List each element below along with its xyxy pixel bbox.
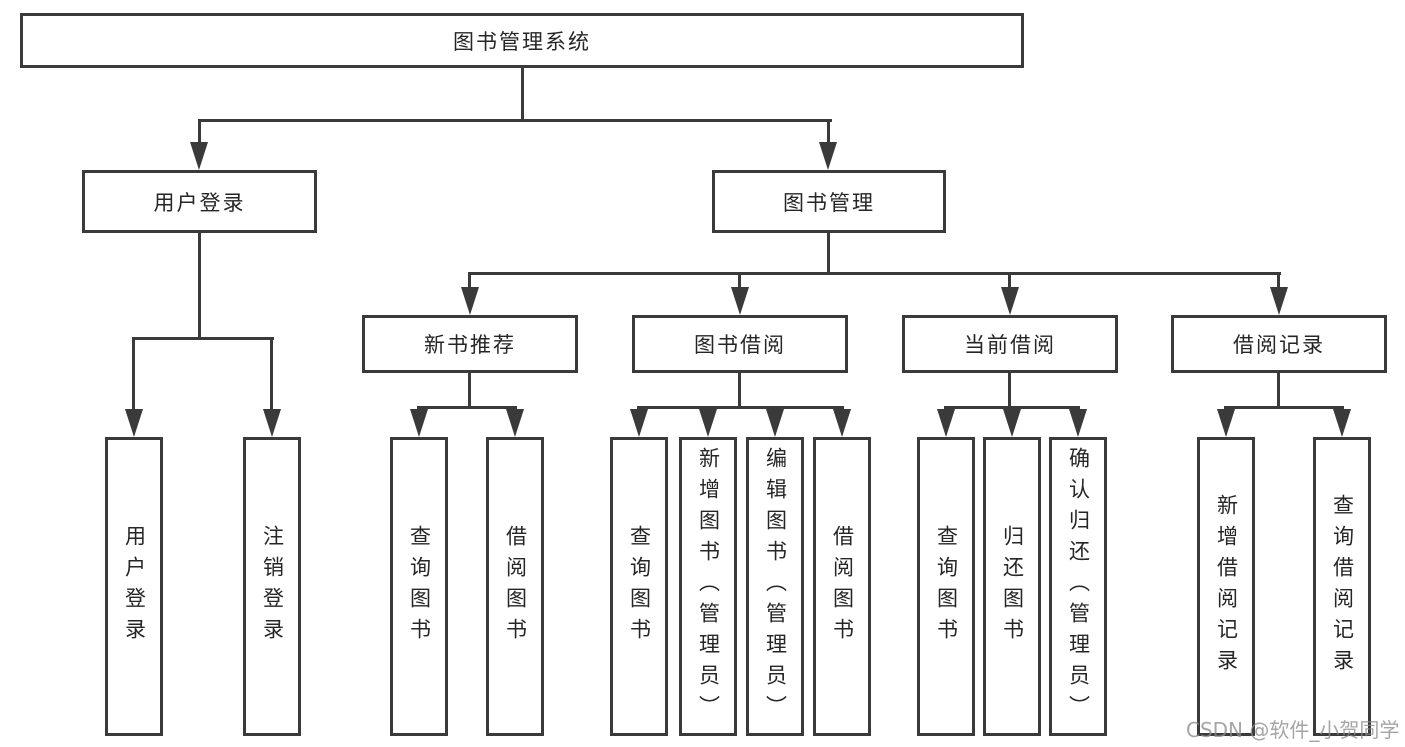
arrowhead-cu-leaf3-icon [1069, 409, 1087, 437]
node-borrow-group-label: 图书借阅 [694, 333, 786, 357]
connector-level2-hline [198, 119, 832, 122]
leaf-cu-confirm-return-admin-label: 确认归还（管理员） [1066, 447, 1091, 726]
node-user-login-group: 用户登录 [82, 170, 317, 233]
node-new-books-group-label: 新书推荐 [424, 333, 516, 357]
node-book-mgmt-group: 图书管理 [712, 170, 946, 233]
node-root-label: 图书管理系统 [453, 29, 591, 54]
connector-drop-new-books [468, 272, 471, 289]
leaf-bw-add-books-admin: 新增图书（管理员） [679, 437, 737, 736]
leaf-rc-add-record: 新增借阅记录 [1197, 437, 1255, 736]
connector-drop-records [1277, 272, 1280, 289]
leaf-bw-query-books-label: 查询图书 [627, 524, 652, 649]
leaf-bw-edit-books-admin-label: 编辑图书（管理员） [763, 447, 788, 726]
leaf-rc-query-record-label: 查询借阅记录 [1330, 493, 1355, 680]
node-user-login-group-label: 用户登录 [153, 190, 246, 215]
leaf-bw-borrow-books: 借阅图书 [813, 437, 871, 736]
connector-drop-borrow [738, 272, 741, 289]
connector-book-mgmt-stem [827, 233, 830, 272]
connector-drop-logout-leaf [270, 337, 273, 412]
leaf-bw-add-books-admin-label: 新增图书（管理员） [696, 447, 721, 726]
connector-root-stem [521, 68, 524, 119]
arrowhead-records-icon [1270, 287, 1288, 315]
arrowhead-book-mgmt-icon [819, 142, 837, 170]
leaf-bw-query-books: 查询图书 [610, 437, 668, 736]
arrowhead-nb-leaf1-icon [410, 409, 428, 437]
node-current-group: 当前借阅 [902, 315, 1118, 373]
arrowhead-rc-leaf2-icon [1333, 409, 1351, 437]
leaf-cu-confirm-return-admin: 确认归还（管理员） [1049, 437, 1107, 736]
node-root: 图书管理系统 [20, 13, 1024, 68]
leaf-logout-label: 注销登录 [260, 524, 285, 649]
connector-records-hline [1224, 406, 1344, 409]
leaf-logout: 注销登录 [243, 437, 301, 736]
arrowhead-bw-leaf3-icon [766, 409, 784, 437]
arrowhead-cu-leaf2-icon [1003, 409, 1021, 437]
arrowhead-cu-leaf1-icon [937, 409, 955, 437]
node-current-group-label: 当前借阅 [964, 333, 1056, 357]
connector-current-stem [1008, 373, 1011, 406]
arrowhead-bw-leaf2-icon [699, 409, 717, 437]
arrowhead-logout-leaf-icon [263, 409, 281, 437]
leaf-user-login-label: 用户登录 [122, 524, 147, 649]
leaf-nb-query-books-label: 查询图书 [407, 524, 432, 649]
connector-drop-current [1008, 272, 1011, 289]
leaf-user-login: 用户登录 [105, 437, 163, 736]
leaf-bw-borrow-books-label: 借阅图书 [830, 524, 855, 649]
arrowhead-login-leaf-icon [125, 409, 143, 437]
arrowhead-borrow-icon [731, 287, 749, 315]
arrowhead-rc-leaf1-icon [1217, 409, 1235, 437]
arrowhead-bw-leaf1-icon [630, 409, 648, 437]
leaf-nb-borrow-books: 借阅图书 [486, 437, 544, 736]
leaf-bw-edit-books-admin: 编辑图书（管理员） [746, 437, 804, 736]
node-new-books-group: 新书推荐 [362, 315, 578, 373]
connector-borrow-hline [637, 406, 844, 409]
connector-drop-login-leaf [132, 337, 135, 412]
leaf-rc-query-record: 查询借阅记录 [1313, 437, 1371, 736]
node-records-group-label: 借阅记录 [1233, 333, 1325, 357]
arrowhead-new-books-icon [461, 287, 479, 315]
arrowhead-nb-leaf2-icon [506, 409, 524, 437]
leaf-cu-return-books-label: 归还图书 [1000, 524, 1025, 649]
arrowhead-bw-leaf4-icon [833, 409, 851, 437]
leaf-cu-query-books-label: 查询图书 [934, 524, 959, 649]
connector-borrow-stem [738, 373, 741, 406]
leaf-cu-return-books: 归还图书 [983, 437, 1041, 736]
connector-records-stem [1277, 373, 1280, 406]
leaf-rc-add-record-label: 新增借阅记录 [1214, 493, 1239, 680]
node-borrow-group: 图书借阅 [632, 315, 848, 373]
node-book-mgmt-group-label: 图书管理 [783, 190, 875, 215]
connector-new-books-hline [417, 406, 517, 409]
csdn-watermark: CSDN @软件_小贺同学 [1186, 718, 1400, 742]
arrowhead-user-login-icon [190, 142, 208, 170]
connector-user-login-hline [132, 337, 274, 340]
connector-new-books-stem [468, 373, 471, 406]
connector-drop-book-mgmt [827, 119, 830, 145]
arrowhead-current-icon [1001, 287, 1019, 315]
leaf-nb-query-books: 查询图书 [390, 437, 448, 736]
leaf-cu-query-books: 查询图书 [917, 437, 975, 736]
connector-level3-hline [468, 272, 1281, 275]
leaf-nb-borrow-books-label: 借阅图书 [503, 524, 528, 649]
connector-user-login-stem [198, 233, 201, 337]
connector-drop-user-login [198, 119, 201, 145]
node-records-group: 借阅记录 [1171, 315, 1387, 373]
